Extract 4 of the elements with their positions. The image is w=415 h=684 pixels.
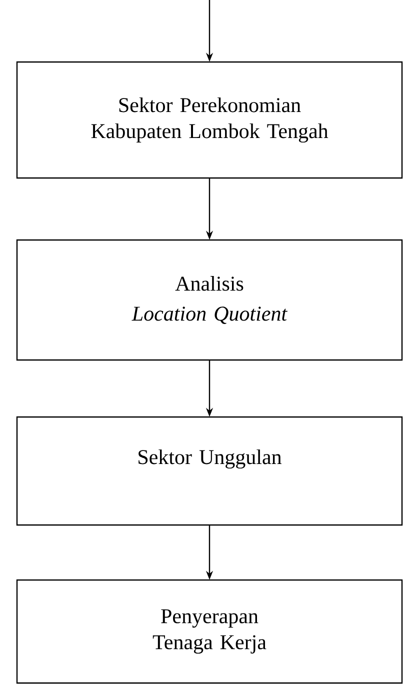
process-box: Analisis Location Quotient bbox=[16, 239, 403, 361]
process-box: Sektor Perekonomian Kabupaten Lombok Tengah bbox=[16, 61, 403, 179]
process-box: Sektor Unggulan bbox=[16, 416, 403, 526]
process-box: Penyerapan Tenaga Kerja bbox=[16, 579, 403, 684]
